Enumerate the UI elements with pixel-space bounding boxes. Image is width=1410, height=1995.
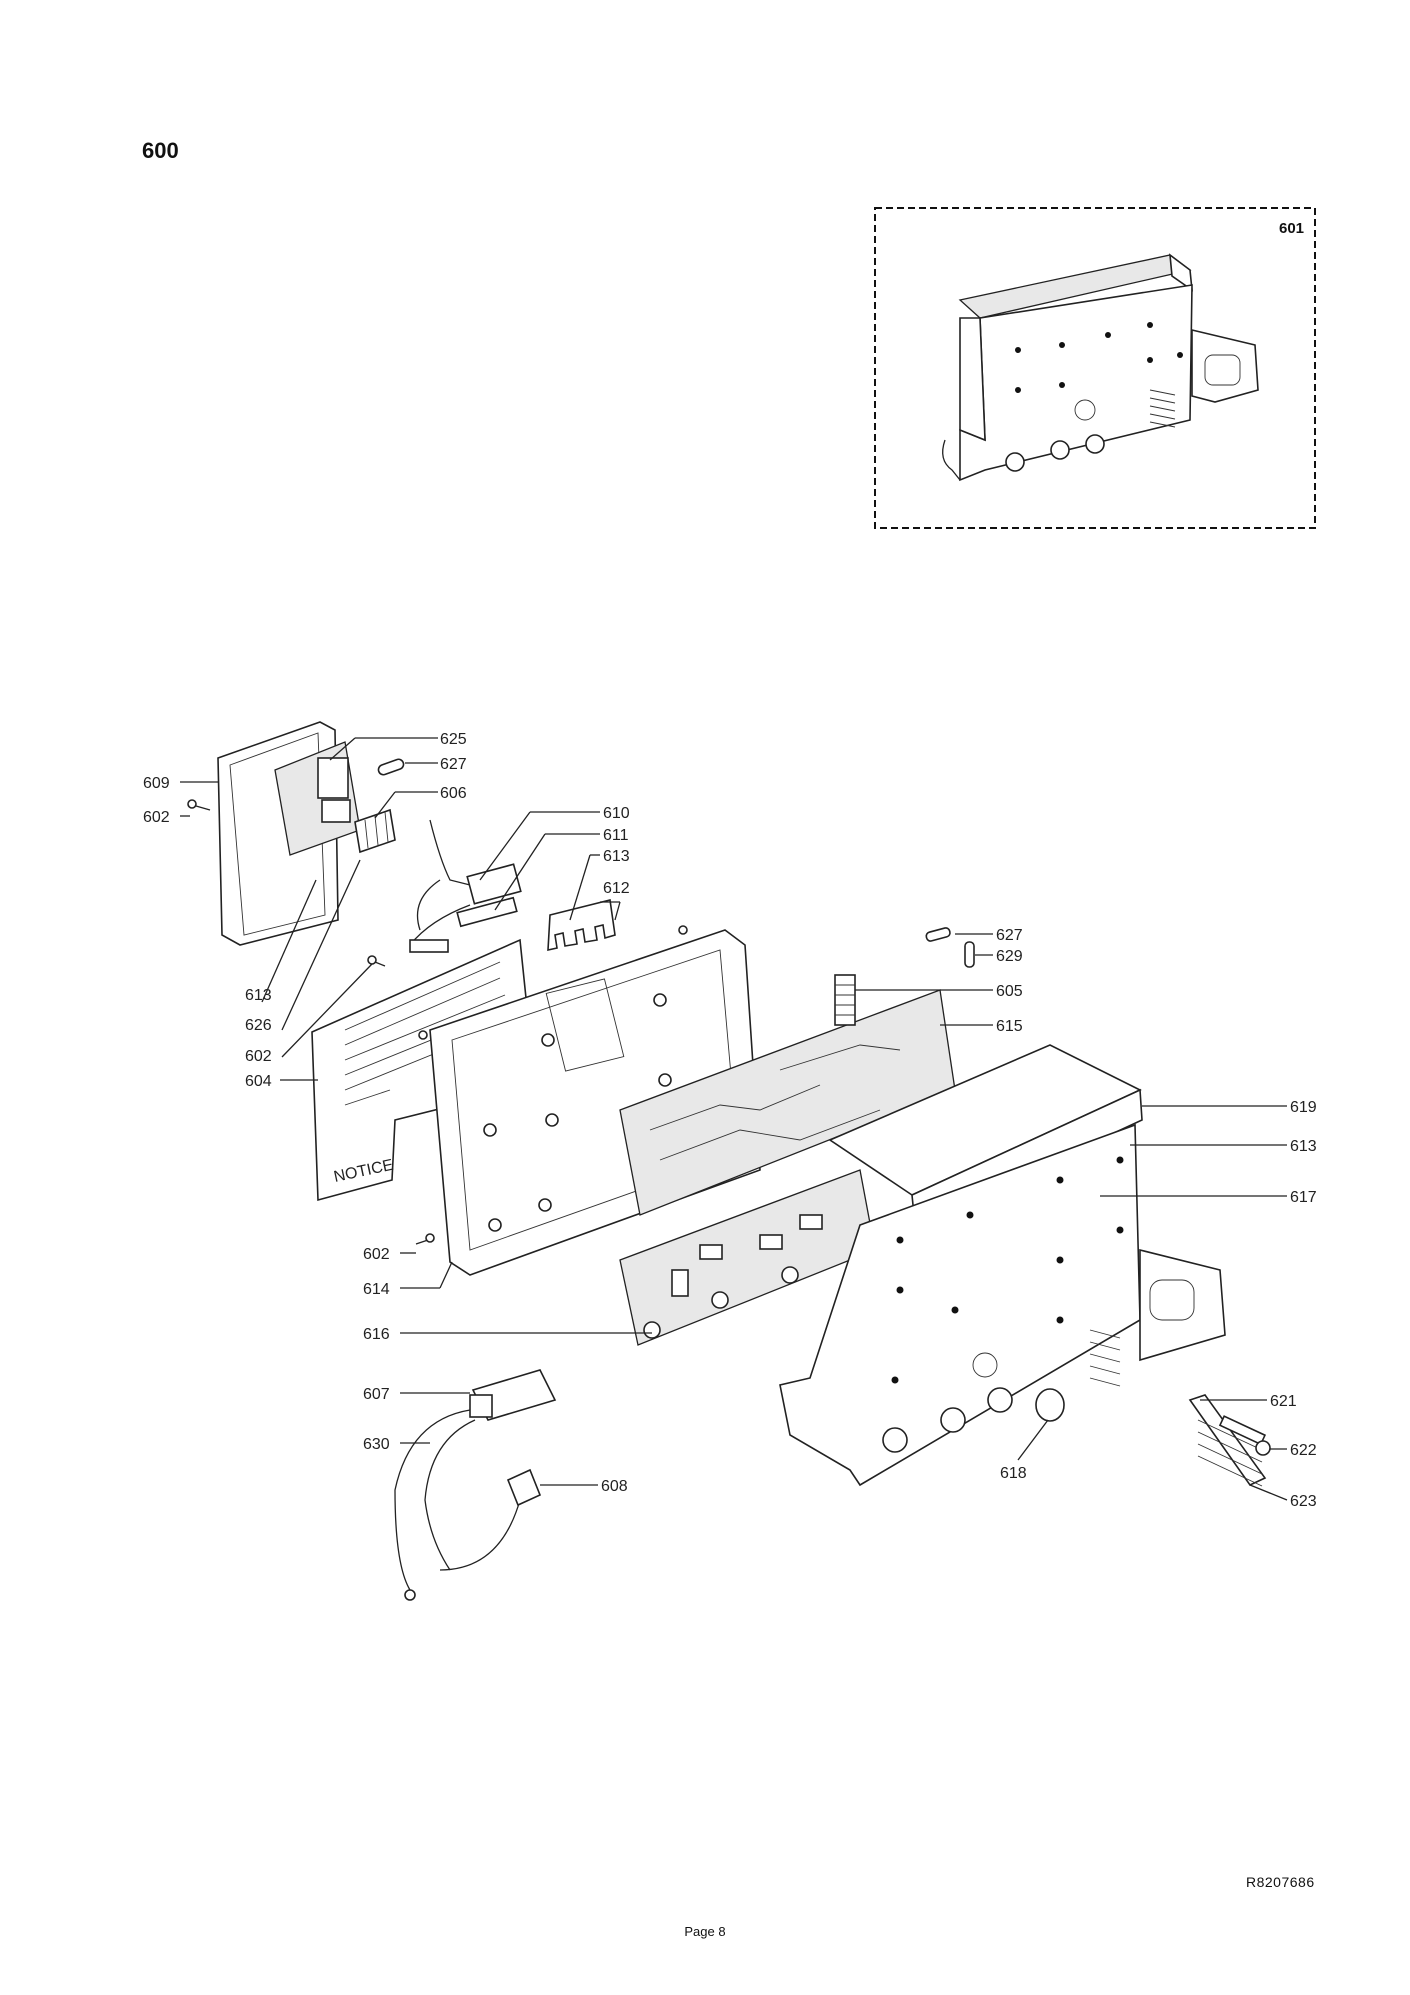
page-number: Page 8 [684,1924,726,1939]
part-629-fuse-holder [964,941,975,968]
callout-629: 629 [996,948,1023,965]
callout-618: 618 [1000,1465,1027,1482]
callout-622: 622 [1290,1442,1317,1459]
callout-616: 616 [363,1326,390,1343]
part-617-chassis [779,1123,1226,1487]
callout-614: 614 [363,1281,390,1298]
section-number: 600 [142,138,179,163]
callout-labels: 625 627 606 609 602 610 611 613 612 613 … [143,731,1317,1510]
inset-frame [874,207,1316,529]
part-607-connector [469,1369,557,1421]
part-627-fuse-lower [925,927,951,942]
callout-610: 610 [603,805,630,822]
part-608-plug [506,1468,542,1507]
callout-626: 626 [245,1017,272,1034]
standoffs [483,993,672,1232]
part-610-611-harness [409,819,522,953]
callout-602: 602 [363,1246,390,1263]
inset-chassis-drawing [942,253,1259,482]
callout-613: 613 [1290,1138,1317,1155]
part-605-connector [834,974,856,1026]
callout-612: 612 [603,880,630,897]
callout-602: 602 [245,1048,272,1065]
part-612-clip-strip [547,899,616,952]
callout-627: 627 [996,927,1023,944]
callout-625: 625 [440,731,467,748]
callout-627: 627 [440,756,467,773]
callout-615: 615 [996,1018,1023,1035]
callout-630: 630 [363,1436,390,1453]
callout-613: 613 [245,987,272,1004]
part-621-623-pins [1188,1394,1267,1487]
callout-621: 621 [1270,1393,1297,1410]
part-630-wires [394,1409,521,1601]
callout-605: 605 [996,983,1023,1000]
part-606-terminal-block [354,808,396,854]
callout-602: 602 [143,809,170,826]
callout-607: 607 [363,1386,390,1403]
part-604-label-panel: NOTICE [311,938,536,1202]
callout-619: 619 [1290,1099,1317,1116]
part-622-screw [1218,1415,1271,1456]
leader-lines [180,737,1288,1501]
callout-623: 623 [1290,1493,1317,1510]
callout-608: 608 [601,1478,628,1495]
inset-601 [874,207,1316,529]
callout-604: 604 [245,1073,272,1090]
callout-609: 609 [143,775,170,792]
drawing-reference: R8207686 [1246,1874,1315,1890]
screws-602 [187,799,688,1245]
callout-611: 611 [603,827,629,844]
callout-606: 606 [440,785,467,802]
callout-613: 613 [603,848,630,865]
inset-label: 601 [1279,220,1305,237]
callout-617: 617 [1290,1189,1317,1206]
chassis-holes [891,1156,1124,1384]
part-627-fuse-upper [377,758,405,776]
part-618-blanking-plug [1035,1388,1065,1422]
